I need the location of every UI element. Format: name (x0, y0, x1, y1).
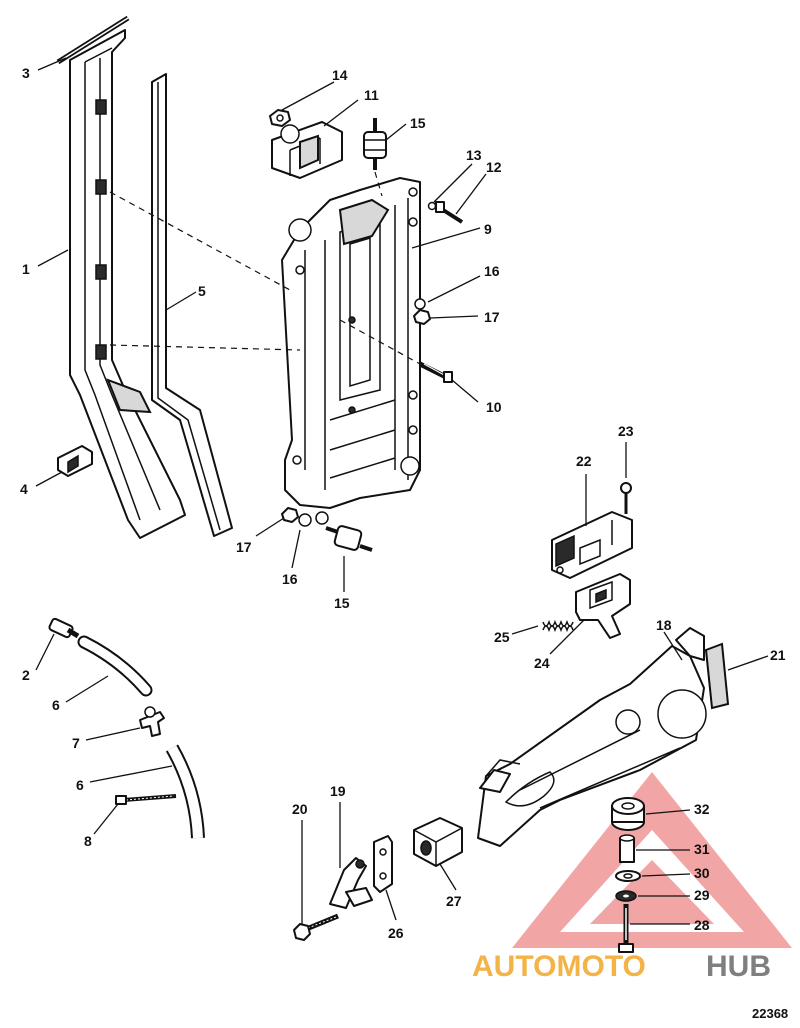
part-26-plate (373, 835, 393, 893)
callout-7: 7 (72, 735, 80, 751)
callout-10: 10 (486, 399, 502, 415)
watermark-triangle (512, 772, 792, 948)
part-19-clip (329, 857, 373, 909)
callout-1: 1 (22, 261, 30, 277)
part-5-strip (151, 73, 233, 537)
part-22-cover (551, 511, 633, 579)
callout-11: 11 (364, 87, 379, 103)
callout-16-right: 16 (484, 263, 500, 279)
part-23-screw (620, 482, 632, 514)
callout-13: 13 (466, 147, 482, 163)
callout-18: 18 (656, 617, 672, 633)
part-17-nut-left (281, 507, 299, 523)
callout-6-upper: 6 (52, 697, 60, 713)
callout-17-right: 17 (484, 309, 500, 325)
callout-22: 22 (576, 453, 592, 469)
part-16-washer-left (298, 513, 312, 527)
part-12-bolt (435, 201, 464, 224)
watermark-text-hub: HUB (706, 950, 771, 983)
callout-17-left: 17 (236, 539, 252, 555)
callout-4: 4 (20, 481, 28, 497)
part-17-nut-right (413, 309, 431, 325)
callout-15-top: 15 (410, 115, 426, 131)
part-15-mount-top (363, 118, 387, 170)
callout-9: 9 (484, 221, 492, 237)
part-11-bracket (271, 121, 343, 179)
callout-32: 32 (694, 801, 710, 817)
part-9-mounting-plate (281, 177, 421, 509)
alignment-line-upper (109, 191, 291, 291)
callout-23: 23 (618, 423, 634, 439)
callout-29: 29 (694, 887, 710, 903)
callout-12: 12 (486, 159, 502, 175)
part-16-washer-right (414, 298, 426, 310)
part-8-tie-strap (115, 794, 177, 805)
part-25-spring (542, 619, 574, 633)
part-4-block (57, 445, 93, 477)
callout-16-left: 16 (282, 571, 298, 587)
part-15-mount-bottom (325, 525, 373, 552)
part-27-clamp (413, 817, 463, 867)
part-7-tee-fitting (139, 706, 165, 737)
part-2-fitting (48, 617, 80, 639)
callout-8: 8 (84, 833, 92, 849)
callout-labels: 3 1 5 4 2 6 7 6 8 14 11 15 13 12 9 16 17… (20, 65, 786, 941)
alignment-line-lower (109, 344, 301, 351)
callout-26: 26 (388, 925, 404, 941)
part-14-nut (269, 109, 291, 127)
callout-2: 2 (22, 667, 30, 683)
part-20-bolt (293, 913, 339, 941)
part-18-swivel-arm (477, 627, 707, 847)
figure-number: 22368 (752, 1006, 788, 1021)
part-31-sleeve (619, 834, 635, 863)
callout-5: 5 (198, 283, 206, 299)
watermark-text-automoto: AUTOMOTO (472, 950, 646, 983)
part-1-channel-rail (69, 29, 186, 539)
callout-21: 21 (770, 647, 786, 663)
part-28-bolt (618, 904, 634, 953)
leader-lines (35, 57, 769, 925)
watermark-logo: AUTOMOTO HUB (472, 950, 771, 983)
callout-25: 25 (494, 629, 510, 645)
callout-3: 3 (22, 65, 30, 81)
part-32-bushing (611, 797, 645, 831)
callout-31: 31 (694, 841, 710, 857)
callout-28: 28 (694, 917, 710, 933)
callout-19: 19 (330, 783, 346, 799)
callout-24: 24 (534, 655, 550, 671)
callout-30: 30 (694, 865, 710, 881)
callout-20: 20 (292, 801, 308, 817)
part-24-latch (575, 573, 631, 639)
callout-6-lower: 6 (76, 777, 84, 793)
callout-27: 27 (446, 893, 462, 909)
callout-15-bottom: 15 (334, 595, 350, 611)
part-6-hose-lower (165, 744, 205, 839)
part-13-washer (427, 201, 437, 211)
part-10-bolt (418, 361, 453, 383)
callout-14: 14 (332, 67, 348, 83)
part-6-hose-upper (77, 635, 153, 697)
